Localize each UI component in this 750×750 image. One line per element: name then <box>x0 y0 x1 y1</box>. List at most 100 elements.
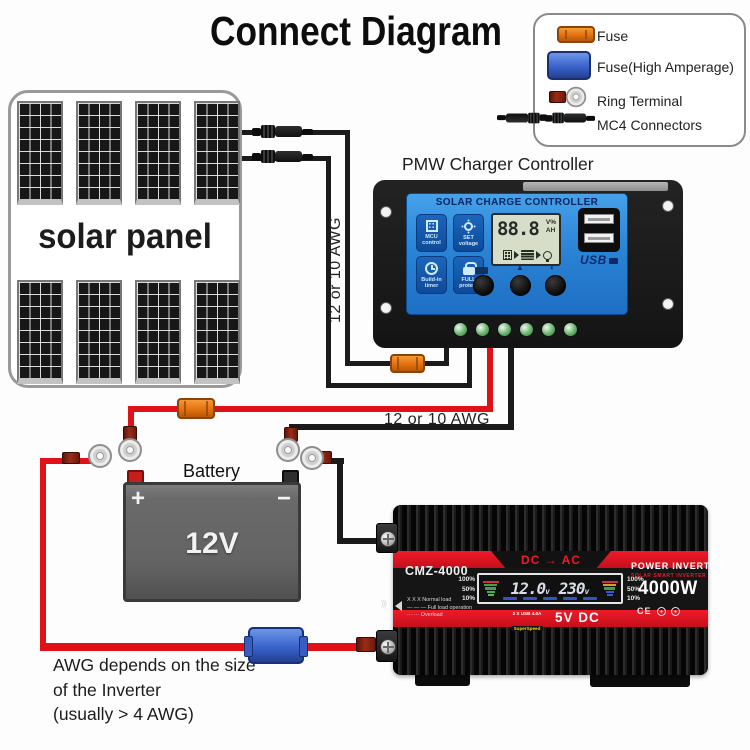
ring-terminal <box>118 438 142 462</box>
terminal-screw <box>563 322 578 337</box>
lcd-unit-top: V% <box>545 219 556 226</box>
lcd-flow-icons <box>496 250 558 262</box>
terminal-screw <box>541 322 556 337</box>
battery-minus-sign: − <box>276 485 291 512</box>
awg-note: AWG depends on the size of the Inverter … <box>53 655 256 724</box>
terminal-screw <box>475 322 490 337</box>
lock-icon <box>462 262 477 275</box>
fuse-icon <box>557 26 595 43</box>
solar-module <box>76 280 122 384</box>
set-voltage-button: SET voltage <box>453 214 484 252</box>
solar-module <box>135 280 181 384</box>
ring-terminal <box>300 446 324 470</box>
solar-module <box>17 101 63 205</box>
load-legend: X X X Normal load — — — Full load operat… <box>407 597 473 618</box>
wire-battery-negative <box>508 346 514 430</box>
inverter-top-stripe: DC → AC <box>393 551 708 568</box>
brand-name: POWER INVERTER <box>631 561 725 571</box>
inverter-negative-terminal <box>376 523 398 553</box>
wire-inverter-negative <box>337 458 343 544</box>
fuse <box>390 354 425 373</box>
crimp-sleeve <box>356 637 376 652</box>
cert-mark <box>670 606 680 616</box>
fuse-high-amperage-icon <box>547 51 591 80</box>
inverter-brand-block: POWER INVERTER SOLAR SMART INVERTER 4000… <box>631 561 725 599</box>
load-scale-right: 100%50%10% <box>627 576 644 602</box>
legend-label-ring-terminal: Ring Terminal <box>597 93 683 109</box>
battery-icon <box>520 250 534 260</box>
controller-button-2[interactable] <box>510 275 531 296</box>
lcd-readout: 12.0v 230v <box>510 579 590 598</box>
arrow-icon <box>535 251 541 259</box>
day-night-symbol: ◐ <box>550 263 555 272</box>
solar-panel-label: solar panel <box>38 217 212 256</box>
battery-title: Battery <box>183 461 241 481</box>
wire-battery-positive <box>487 346 493 412</box>
solar-module <box>194 101 240 205</box>
lcd-value: 88.8 <box>497 218 540 240</box>
mcu-icon <box>425 220 438 232</box>
inverter-positive-terminal <box>376 630 398 662</box>
lcd-mode-chips <box>503 596 597 600</box>
ring-terminal <box>276 438 300 462</box>
heatsink-fins <box>393 627 708 675</box>
recycle-mark <box>656 606 666 616</box>
fuse-high-amperage <box>244 627 308 664</box>
legend-box: Fuse Fuse(High Amperage) Ring Terminal M… <box>496 13 746 147</box>
controller-title: PMW Charger Controller <box>402 154 594 174</box>
battery-symbol <box>475 267 488 274</box>
wire-solar-a <box>444 348 449 366</box>
wire-solar-b <box>326 156 331 388</box>
wire-solar-b <box>326 383 472 388</box>
mount-hole <box>662 200 674 212</box>
inverter-lcd: 12.0v 230v <box>477 573 623 604</box>
wire-battery-negative <box>289 424 514 430</box>
solar-module <box>135 101 181 205</box>
up-symbol: ▲ <box>516 263 524 272</box>
wire-inverter-negative <box>337 538 383 544</box>
inverter-bottom-stripe <box>393 610 708 627</box>
ce-mark: CE <box>637 606 652 616</box>
controller-lcd: 88.8 V% AH <box>491 213 561 266</box>
usb-speed-badge: 2 X USB 4.0A SuperSpeed <box>510 611 544 631</box>
certification-marks: CE <box>637 606 680 616</box>
mount-hole <box>380 206 392 218</box>
terminal-screw <box>453 322 468 337</box>
page-title: Connect Diagram <box>210 8 502 54</box>
solar-module <box>76 101 122 205</box>
wire-battery-positive <box>128 406 134 436</box>
legend-label-mc4: MC4 Connectors <box>597 117 703 133</box>
controller-top-strip <box>523 182 668 191</box>
crimp-sleeve <box>62 452 80 464</box>
legend-label-fuse-high: Fuse(High Amperage) <box>597 59 734 75</box>
wire-inverter-positive <box>40 458 46 650</box>
controller-button-1[interactable] <box>473 275 494 296</box>
battery-voltage: 12V <box>185 527 239 560</box>
controller-header: SOLAR CHARGE CONTROLLER <box>435 197 599 208</box>
inverter-foot <box>415 672 470 686</box>
wire-inverter-positive <box>40 643 378 651</box>
terminal-screw <box>497 322 512 337</box>
controller-front-panel: SOLAR CHARGE CONTROLLER MCU control SET … <box>406 193 628 315</box>
usb-ports <box>578 208 620 252</box>
clock-icon <box>425 261 438 275</box>
speaker-icon <box>381 599 402 611</box>
heatsink-fins <box>393 505 708 551</box>
solar-module <box>194 280 240 384</box>
battery-plus-sign: + <box>131 485 146 512</box>
inverter-model: CMZ-4000 <box>405 564 469 578</box>
legend-label-fuse: Fuse <box>597 28 629 44</box>
power-rating: 4000W <box>638 578 698 599</box>
wire-gauge-label-vertical: 12 or 10 AWG <box>327 217 344 323</box>
built-in-timer-button: Build-in timer <box>416 256 447 294</box>
controller-button-3[interactable] <box>545 275 566 296</box>
mount-hole <box>662 298 674 310</box>
terminal-screw <box>519 322 534 337</box>
mount-hole <box>380 302 392 314</box>
wire-gauge-label-horizontal: 12 or 10 AWG <box>384 411 490 428</box>
dc-ac-badge: DC → AC <box>491 551 611 568</box>
wire-battery-positive <box>131 406 493 412</box>
power-inverter: DC → AC CMZ-4000 100%50%10% 100%50%10% 1… <box>381 505 725 675</box>
solar-panel: solar panel <box>8 90 242 388</box>
